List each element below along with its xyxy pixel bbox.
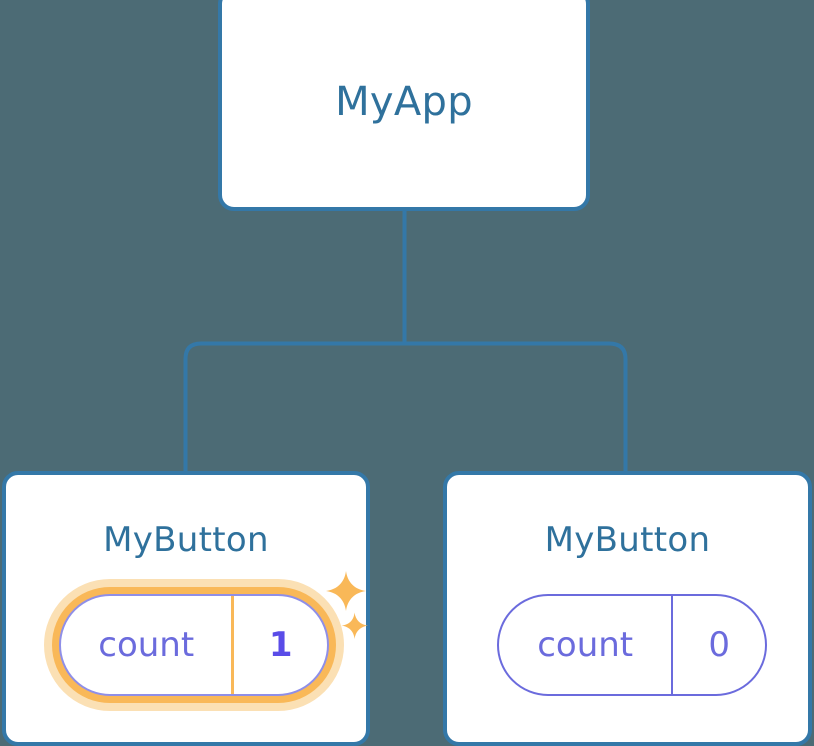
edge-to-left-child <box>183 341 405 473</box>
node-mybutton-right[interactable]: MyButton count 0 <box>443 471 812 746</box>
prop-value-count: 1 <box>231 596 327 694</box>
node-myapp-label: MyApp <box>335 79 473 125</box>
edge-to-right-child <box>404 341 628 473</box>
prop-key-count: count <box>537 625 634 665</box>
node-mybutton-left[interactable]: MyButton count 1 <box>2 471 370 746</box>
prop-value-count: 0 <box>671 596 765 694</box>
node-mybutton-right-label: MyButton <box>544 520 711 560</box>
prop-pill-count-updated[interactable]: count 1 <box>59 594 329 696</box>
prop-key-count: count <box>98 625 195 665</box>
node-mybutton-left-label: MyButton <box>103 520 269 560</box>
node-myapp[interactable]: MyApp <box>218 0 590 211</box>
prop-pill-count-unchanged[interactable]: count 0 <box>497 594 767 696</box>
sparkle-icon-small <box>341 612 368 639</box>
